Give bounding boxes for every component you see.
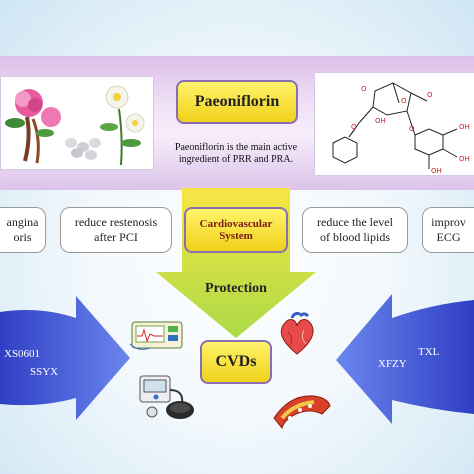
effect-restenosis-line1: reduce restenosis [74,215,158,229]
cardiovascular-line1: Cardiovascular [199,218,273,230]
cvds-label: CVDs [215,353,257,370]
svg-text:O: O [351,123,357,131]
effect-box-angina: angina oris [0,207,46,253]
paeoniflorin-title: Paeoniflorin [194,93,280,110]
effect-box-restenosis: reduce restenosis after PCI [60,207,172,253]
svg-text:OH: OH [375,117,386,125]
artery-plaque-icon [273,395,331,430]
effect-ecg-line2: ECG [436,230,461,244]
right-drug-arrow [336,294,474,424]
molecule-drawing: O O O O O OH OH OH OH [332,82,470,175]
left-arrow-label-2: SSYX [30,366,59,378]
svg-text:O: O [409,125,415,133]
right-arrow-label-2: TXL [418,346,440,358]
heart-icon [280,312,314,355]
svg-text:O: O [401,97,407,105]
paeoniflorin-structure: O O O O O OH OH OH OH [314,72,474,176]
svg-text:OH: OH [459,123,470,131]
cardiovascular-line2: System [219,230,253,242]
right-arrow-label-1: XFZY [378,358,407,370]
peony-flower-photo [0,76,154,170]
effect-angina-line2: oris [13,230,32,244]
ecg-machine-icon [129,321,183,350]
svg-text:OH: OH [431,167,442,175]
paeoniflorin-box: Paeoniflorin [176,80,298,124]
description-line-1: Paeoniflorin is the main active [174,142,298,153]
svg-text:OH: OH [459,155,470,163]
effect-box-ecg: improv ECG [422,207,474,253]
effect-angina-line1: angina [6,215,39,229]
cardiovascular-system-box: Cardiovascular System [184,207,288,253]
effect-box-blood-lipids: reduce the level of blood lipids [302,207,408,253]
effect-ecg-line1: improv [431,215,466,229]
svg-text:O: O [427,91,433,99]
peony-illustration [5,85,145,166]
effect-lipids-line2: of blood lipids [319,230,390,244]
effect-restenosis-line2: after PCI [94,230,138,244]
blood-pressure-monitor-icon [139,375,194,419]
protection-label: Protection [205,281,267,296]
left-arrow-label-1: XS0601 [4,348,41,360]
cvds-box: CVDs [200,340,272,384]
left-drug-arrow [0,296,130,420]
paeoniflorin-description: Paeoniflorin is the main active ingredie… [160,142,312,166]
svg-text:O: O [361,85,367,93]
description-line-2: ingredient of PRR and PRA. [178,154,294,165]
effect-lipids-line1: reduce the level [317,215,393,229]
